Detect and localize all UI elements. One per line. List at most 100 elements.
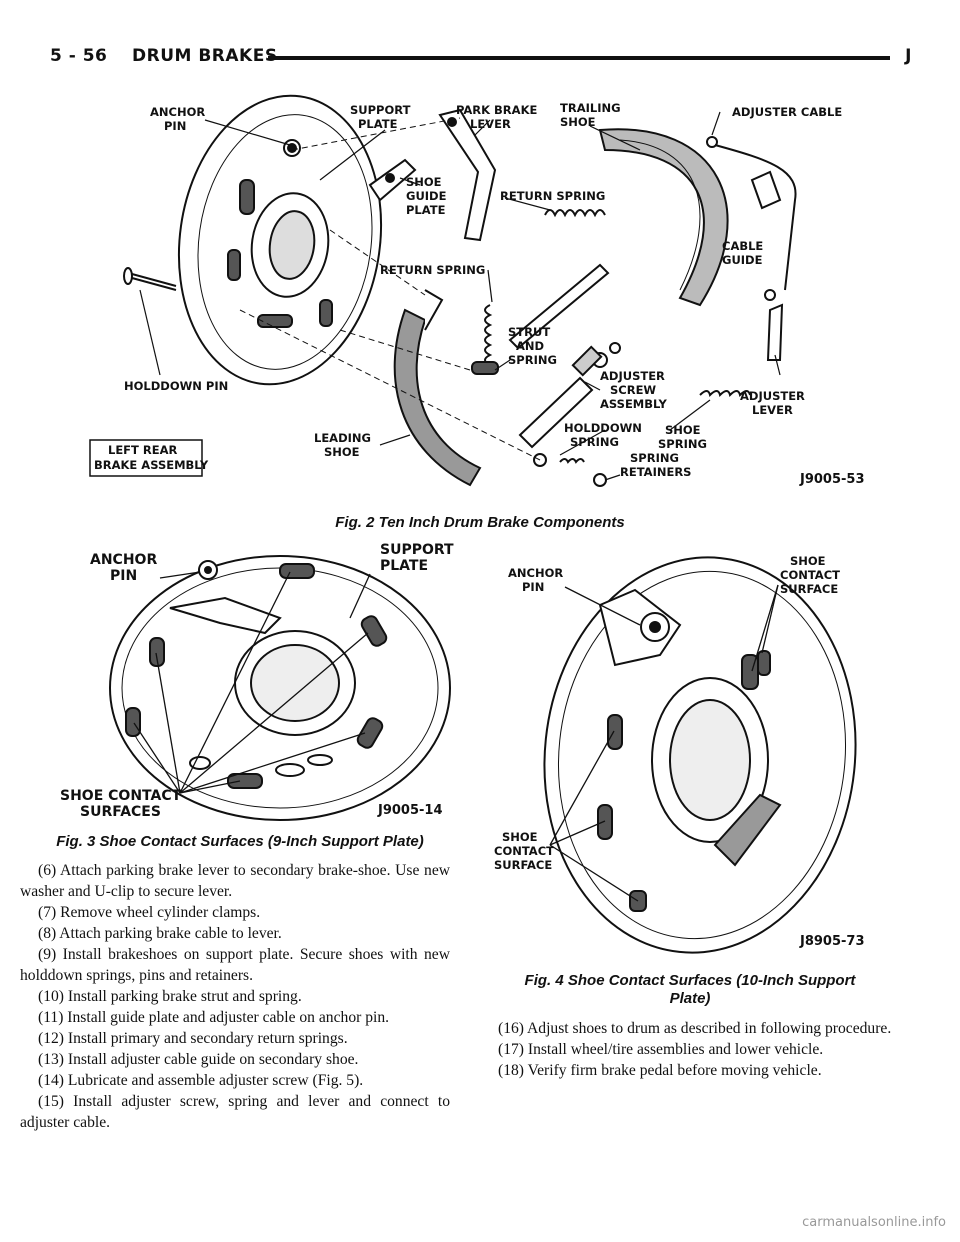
shoe-guide-plate-drawing <box>368 158 417 202</box>
fig4-label-bottom-shoe: SHOE <box>502 830 538 844</box>
label-trailing-shoe-2: SHOE <box>560 115 596 129</box>
section-title: DRUM BRAKES <box>132 46 278 66</box>
figure-4-code: J8905-73 <box>799 934 865 949</box>
adjuster-cable-drawing <box>706 136 797 301</box>
label-adjuster-screw-2: SCREW <box>610 383 656 397</box>
figure-4-caption-line-1: Fig. 4 Shoe Contact Surfaces (10-Inch Su… <box>524 972 856 989</box>
holddown-pin-drawing <box>123 267 177 291</box>
label-park-brake-lever-2: LEVER <box>470 117 511 131</box>
fig3-label-support: SUPPORT <box>380 542 454 558</box>
label-shoe-spring: SHOE <box>665 423 701 437</box>
step-11: (11) Install guide plate and adjuster ca… <box>38 1009 390 1026</box>
callout-lines <box>139 111 781 481</box>
cable-guide-drawing <box>750 170 782 210</box>
label-strut-2: AND <box>516 339 544 353</box>
label-adjuster-screw-3: ASSEMBLY <box>600 397 668 411</box>
label-holddown-pin: HOLDDOWN PIN <box>124 379 228 393</box>
label-anchor-pin: ANCHOR <box>150 105 205 119</box>
figure-3-code: J9005-14 <box>377 803 443 818</box>
shoe-spring-drawing <box>699 390 751 397</box>
step-10: (10) Install parking brake strut and spr… <box>38 988 302 1005</box>
figure-4-caption: Fig. 4 Shoe Contact Surfaces (10-Inch Su… <box>480 972 900 1008</box>
left-text-column: (6) Attach parking brake lever to second… <box>20 860 450 1133</box>
fig3-label-support-2: PLATE <box>380 558 428 574</box>
label-cable-guide: CABLE <box>722 239 763 253</box>
label-support-plate-2: PLATE <box>358 117 398 131</box>
label-return-spring-mid: RETURN SPRING <box>380 263 485 277</box>
fig4-label-bottom-surface: SURFACE <box>494 858 552 872</box>
label-support-plate: SUPPORT <box>350 103 411 117</box>
fig4-label-anchor: ANCHOR <box>508 566 563 580</box>
label-strut: STRUT <box>508 325 550 339</box>
return-spring-top-drawing <box>544 209 606 218</box>
figure-2-caption: Fig. 2 Ten Inch Drum Brake Components <box>335 514 625 531</box>
step-18: (18) Verify firm brake pedal before movi… <box>498 1062 822 1079</box>
fig3-label-anchor: ANCHOR <box>90 552 157 568</box>
label-leading-shoe: LEADING <box>314 431 371 445</box>
fig4-callout-lines <box>549 584 779 902</box>
fig4-label-top-contact: CONTACT <box>780 568 840 582</box>
return-spring-mid-drawing <box>484 304 493 366</box>
label-anchor-pin-2: PIN <box>164 119 186 133</box>
label-spring-retainers-2: RETAINERS <box>620 465 691 479</box>
fig4-label-top-surface: SURFACE <box>780 582 838 596</box>
section-letter: J <box>905 46 912 66</box>
label-shoe-spring-2: SPRING <box>658 437 707 451</box>
figure-2-code: J9005-53 <box>799 472 865 487</box>
label-adjuster-cable: ADJUSTER CABLE <box>732 105 842 119</box>
spring-retainers-drawing <box>533 453 607 487</box>
label-shoe-guide-plate-3: PLATE <box>406 203 446 217</box>
support-plate-drawing <box>177 94 383 386</box>
header-rule <box>268 56 890 60</box>
step-16: (16) Adjust shoes to drum as described i… <box>498 1020 892 1037</box>
step-14: (14) Lubricate and assemble adjuster scr… <box>38 1072 364 1089</box>
label-spring-retainers: SPRING <box>630 451 679 465</box>
page-number: 5 - 56 <box>50 46 108 66</box>
label-adjuster-lever-2: LEVER <box>752 403 793 417</box>
step-12: (12) Install primary and secondary retur… <box>38 1030 348 1047</box>
trailing-shoe-drawing <box>598 128 729 307</box>
assembly-dash-lines <box>239 117 541 461</box>
label-cable-guide-2: GUIDE <box>722 253 763 267</box>
label-leading-shoe-2: SHOE <box>324 445 360 459</box>
fig4-label-anchor-2: PIN <box>522 580 544 594</box>
fig3-label-shoe-contact: SHOE CONTACT <box>60 788 182 804</box>
label-shoe-guide-plate-2: GUIDE <box>406 189 447 203</box>
step-15: (15) Install adjuster screw, spring and … <box>20 1093 450 1131</box>
step-13: (13) Install adjuster cable guide on sec… <box>38 1051 359 1068</box>
support-plate-9in-drawing <box>109 555 451 821</box>
watermark: carmanualsonline.info <box>802 1215 946 1230</box>
figure-3-caption: Fig. 3 Shoe Contact Surfaces (9-Inch Sup… <box>56 833 424 850</box>
support-plate-10in-drawing <box>543 556 857 954</box>
label-park-brake-lever: PARK BRAKE <box>456 103 537 117</box>
adjuster-lever-drawing <box>766 303 784 361</box>
label-shoe-guide-plate: SHOE <box>406 175 442 189</box>
label-box-brake-assembly: BRAKE ASSEMBLY <box>94 458 209 472</box>
page-header: 5 - 56 DRUM BRAKES J <box>50 44 912 74</box>
strut-drawing <box>471 263 610 375</box>
step-6: (6) Attach parking brake lever to second… <box>20 862 450 900</box>
figure-4-shoe-contact-10in: ANCHOR PIN SHOE CONTACT SURFACE SHOE CON… <box>490 545 900 965</box>
fig3-callout-lines <box>133 571 371 794</box>
label-holddown-spring: HOLDDOWN <box>564 421 642 435</box>
fig4-label-bottom-contact: CONTACT <box>494 844 554 858</box>
label-adjuster-lever: ADJUSTER <box>740 389 805 403</box>
fig4-label-top-shoe: SHOE <box>790 554 826 568</box>
step-9: (9) Install brakeshoes on support plate.… <box>20 946 450 984</box>
figure-3-shoe-contact-9in: ANCHOR PIN SUPPORT PLATE SHOE CONTACT SU… <box>50 538 460 830</box>
right-text-column: (16) Adjust shoes to drum as described i… <box>480 1018 908 1081</box>
label-return-spring-top: RETURN SPRING <box>500 189 605 203</box>
label-adjuster-screw: ADJUSTER <box>600 369 665 383</box>
step-17: (17) Install wheel/tire assemblies and l… <box>498 1041 824 1058</box>
step-7: (7) Remove wheel cylinder clamps. <box>38 904 261 921</box>
step-8: (8) Attach parking brake cable to lever. <box>38 925 282 942</box>
figure-2-drum-brake-components: ANCHOR PIN SUPPORT PLATE PARK BRAKE LEVE… <box>80 90 880 500</box>
assembly-box <box>89 439 203 477</box>
adjuster-screw-drawing <box>518 342 621 449</box>
leading-shoe-drawing <box>393 289 482 487</box>
label-strut-3: SPRING <box>508 353 557 367</box>
label-box-left-rear: LEFT REAR <box>108 443 177 457</box>
fig3-label-surfaces: SURFACES <box>80 804 161 820</box>
label-trailing-shoe: TRAILING <box>560 101 621 115</box>
figure-4-caption-line-2: Plate) <box>669 990 711 1007</box>
